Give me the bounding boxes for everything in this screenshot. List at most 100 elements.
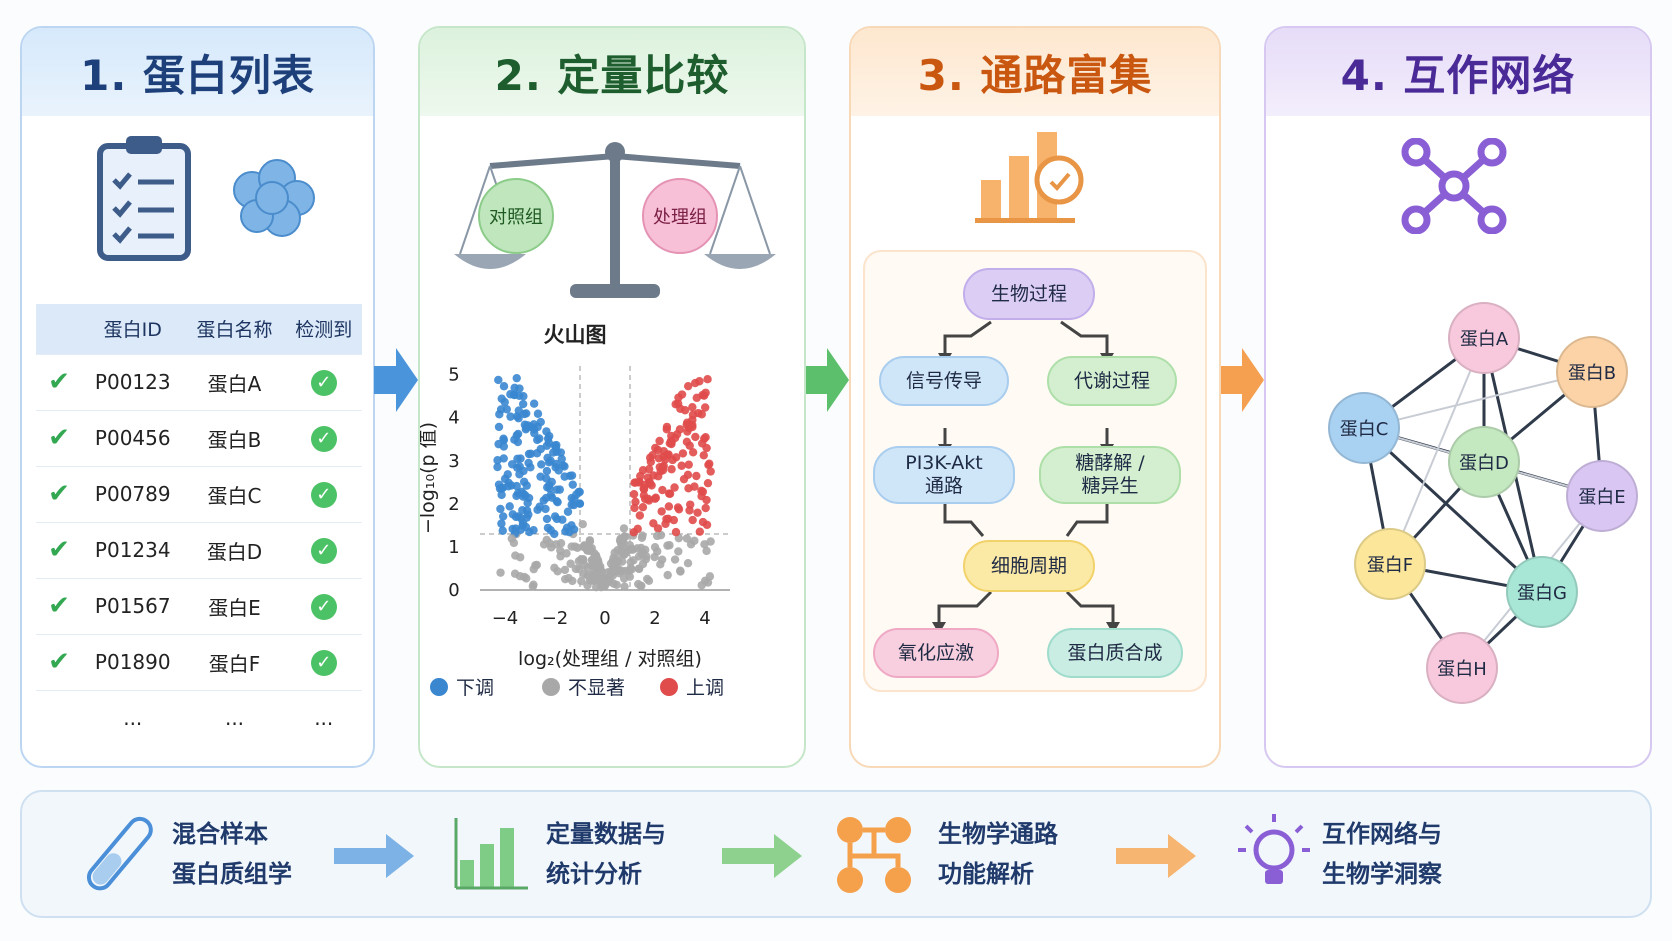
test-tube-icon: [86, 816, 153, 891]
ns-point: [515, 553, 525, 562]
y-tick-label: 2: [448, 494, 459, 515]
down-point: [523, 498, 532, 508]
table-row-ellipsis: .........: [36, 689, 362, 746]
pathway-node-protein-synthesis: 蛋白质合成: [1047, 628, 1183, 678]
down-point: [499, 434, 508, 443]
clipboard-icon: [97, 136, 191, 261]
ns-point: [578, 555, 588, 565]
arrow-right-icon: [805, 348, 849, 412]
pathway-node-oxidative-stress: 氧化应激: [873, 628, 999, 678]
up-point: [667, 465, 676, 474]
ns-point: [641, 554, 651, 564]
arrow-right-icon: [334, 834, 414, 878]
up-point: [699, 451, 708, 460]
down-point: [506, 412, 515, 421]
up-point: [694, 408, 703, 418]
panel-pathway-enrichment: 3. 通路富集 生物过程 信号传导 代谢过程 PI3K-Akt 通路 糖酵解 /…: [849, 26, 1221, 768]
panel-title: 3. 通路富集: [851, 28, 1219, 116]
check-icon: ✔: [36, 633, 82, 690]
ns-point: [665, 541, 674, 550]
down-point: [498, 512, 508, 521]
up-legend-dot: [660, 677, 678, 696]
detected-icon: ✓: [310, 649, 337, 676]
x-tick-label: −4: [492, 608, 519, 629]
up-point: [688, 515, 697, 525]
ns-point: [566, 559, 575, 568]
down-point: [543, 434, 553, 443]
ns-point: [619, 524, 629, 533]
protein-structure-icon: [233, 159, 315, 237]
up-point: [697, 486, 706, 496]
up-point: [703, 374, 712, 384]
arrow-right-icon: [374, 348, 418, 412]
down-point: [537, 460, 546, 469]
ns-point: [585, 536, 595, 545]
ns-point: [509, 538, 519, 548]
ns-point: [619, 574, 629, 583]
pathway-node-glycolysis: 糖酵解 / 糖异生: [1039, 446, 1181, 504]
up-point: [645, 453, 655, 462]
down-point: [497, 519, 506, 528]
up-point: [677, 461, 686, 470]
down-point: [512, 481, 521, 491]
ns-point: [608, 556, 618, 566]
down-point: [557, 454, 566, 464]
ns-point: [675, 566, 685, 575]
pathway-node-signaling: 信号传导: [879, 356, 1009, 406]
ns-point: [683, 559, 693, 568]
up-point: [671, 527, 681, 537]
down-point: [502, 405, 511, 414]
down-point: [494, 375, 503, 385]
down-point: [497, 490, 506, 500]
down-point: [529, 399, 539, 408]
network-edge: [1363, 371, 1593, 429]
up-point: [693, 508, 702, 517]
down-point: [536, 417, 545, 427]
ns-point: [657, 555, 667, 564]
up-point: [683, 427, 692, 436]
protein-node: 蛋白A: [1448, 302, 1520, 374]
down-point: [499, 454, 508, 463]
up-point: [664, 514, 673, 524]
ns-point: [593, 560, 603, 569]
up-point: [690, 482, 699, 491]
down-point: [549, 448, 558, 457]
down-point: [513, 454, 522, 464]
ns-point: [674, 547, 683, 556]
down-point: [515, 384, 524, 393]
ns-point: [633, 544, 642, 553]
down-point: [524, 458, 533, 468]
pathway-node-cell-cycle: 细胞周期: [963, 540, 1095, 592]
down-point: [497, 394, 506, 403]
ns-point: [670, 555, 680, 564]
up-point: [706, 467, 715, 476]
arrow-right-icon: [1116, 834, 1196, 878]
down-point: [535, 502, 544, 511]
ns-point: [496, 568, 505, 577]
check-icon: ✔: [36, 465, 82, 522]
network-edge: [1362, 426, 1544, 594]
down-point: [542, 514, 552, 524]
down-point: [547, 477, 556, 487]
down-point: [536, 444, 546, 454]
step-pathway-function: 生物学通路功能解析: [938, 820, 1058, 888]
ns-point: [573, 543, 582, 552]
ns-point: [568, 576, 577, 586]
y-tick-label: 3: [448, 451, 459, 472]
down-point: [498, 526, 507, 535]
down-point: [508, 524, 517, 534]
down-point: [558, 515, 567, 524]
up-point: [682, 437, 692, 447]
up-point: [653, 524, 663, 533]
step-sample-proteomics: 混合样本蛋白质组学: [172, 820, 292, 888]
ns-point: [636, 581, 645, 590]
down-point: [542, 427, 551, 436]
up-point: [691, 378, 700, 388]
detected-icon: ✓: [310, 481, 337, 508]
ns-point: [705, 572, 715, 581]
